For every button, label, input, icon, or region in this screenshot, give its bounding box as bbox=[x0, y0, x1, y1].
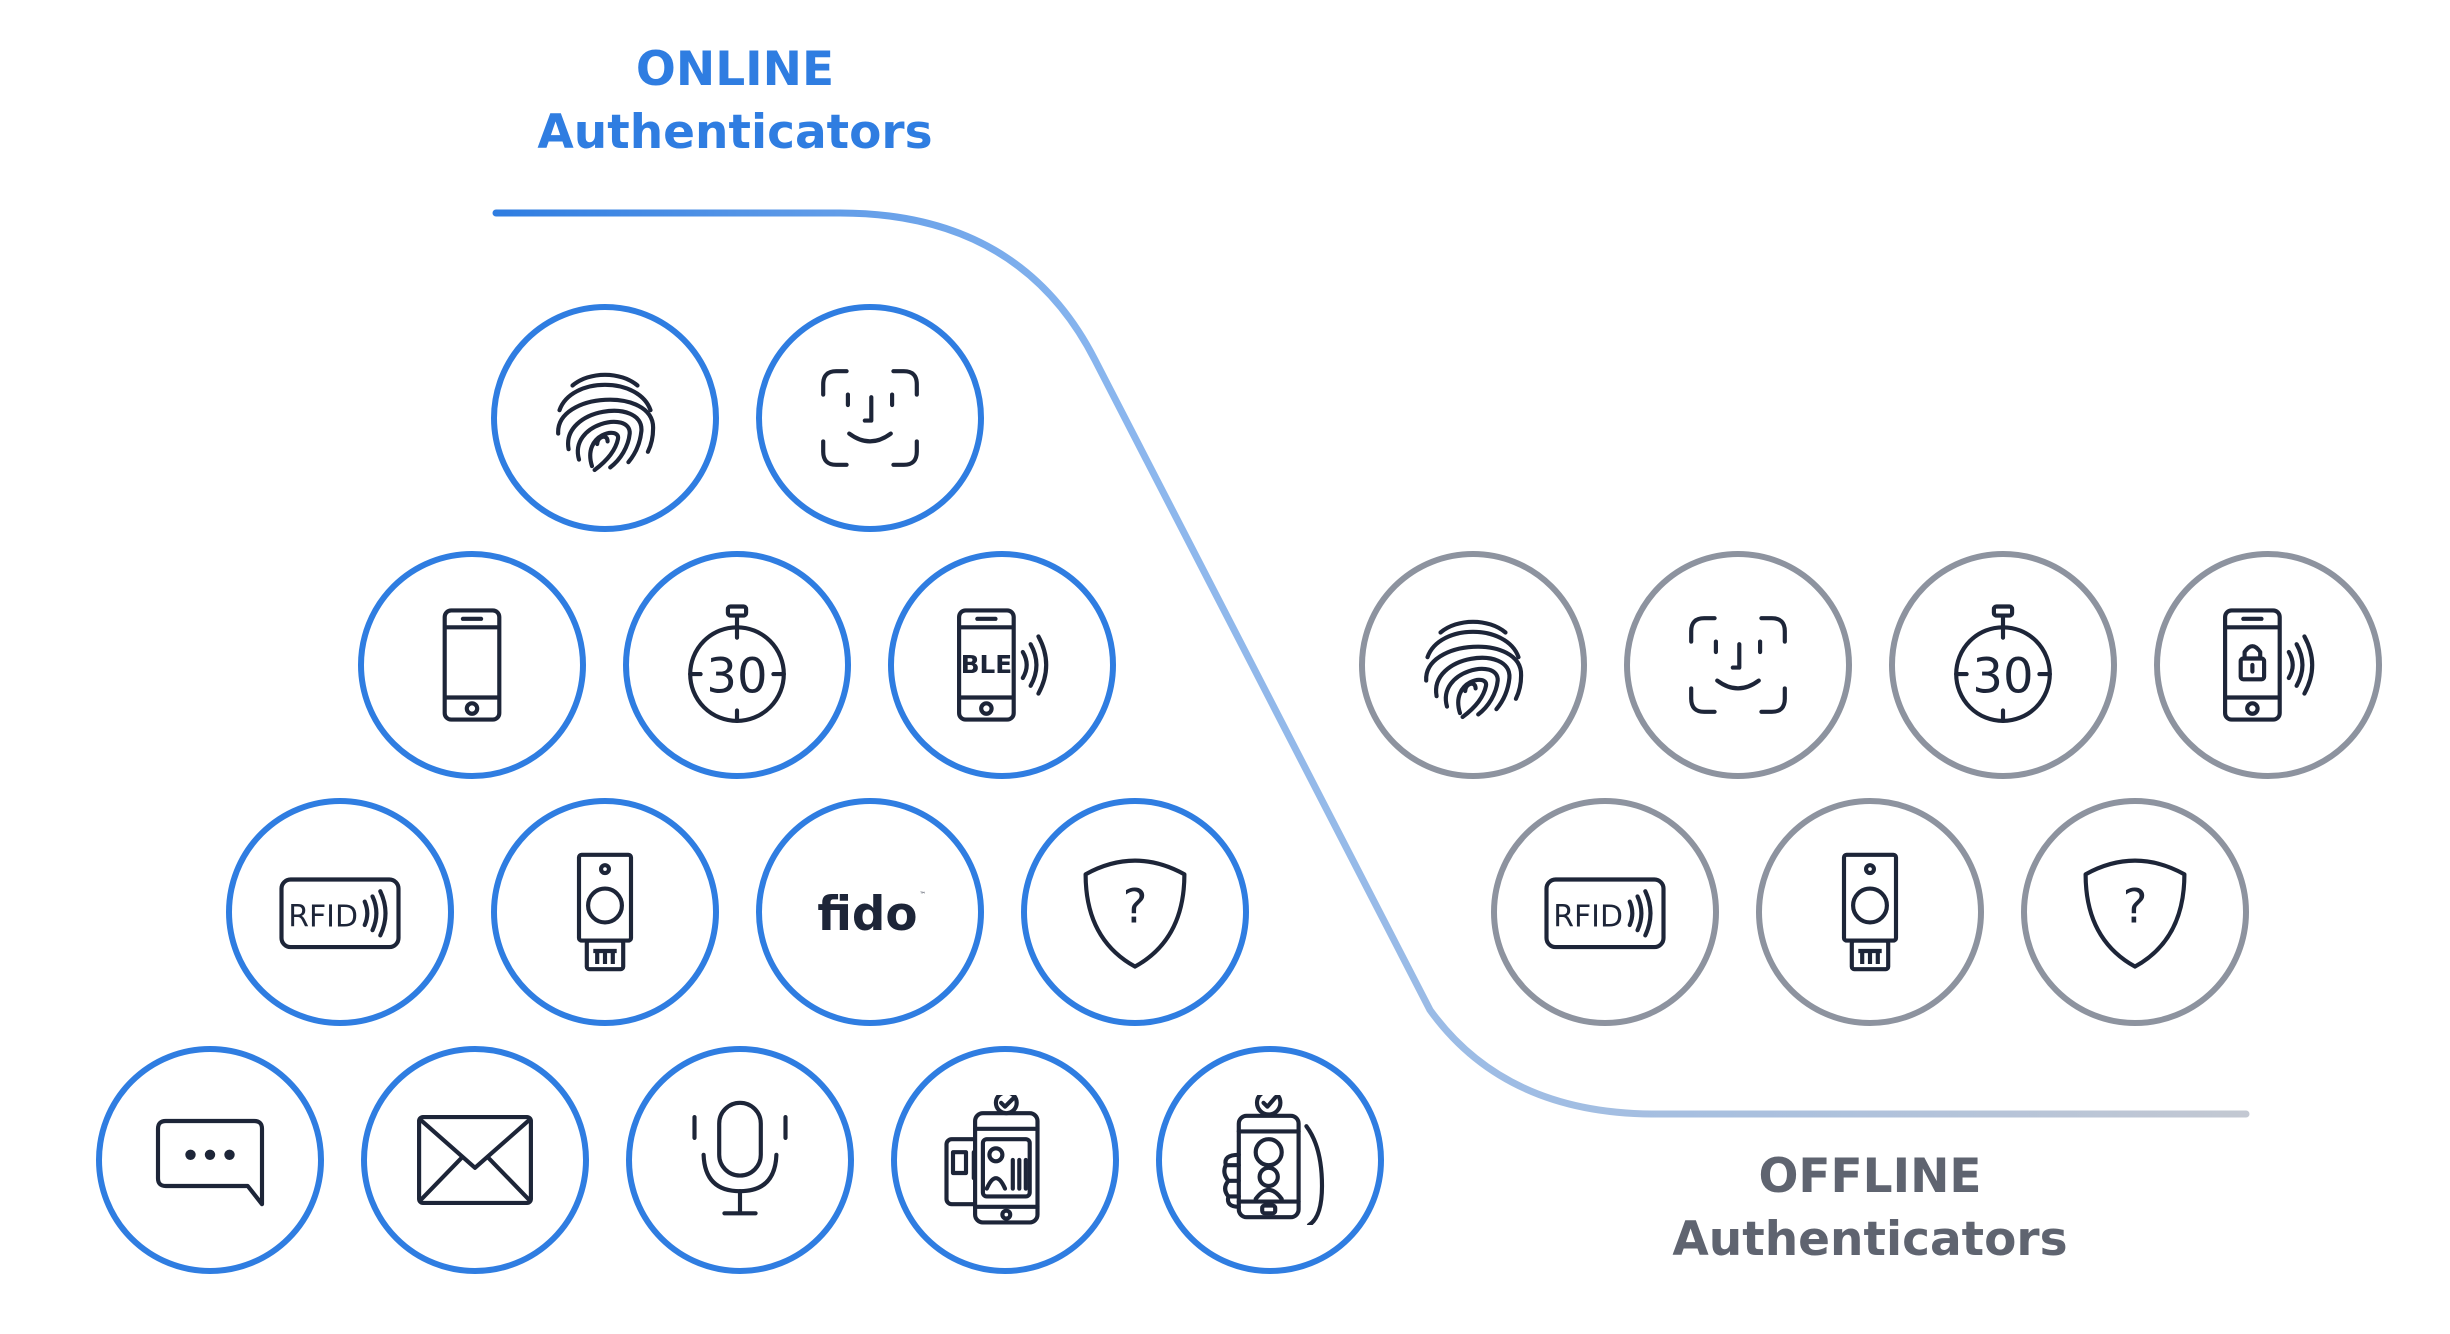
online-authenticator-timer-30 bbox=[623, 551, 851, 779]
online-authenticator-smartphone bbox=[358, 551, 586, 779]
online-circle bbox=[361, 1046, 589, 1274]
online-circle bbox=[491, 798, 719, 1026]
offline-heading: OFFLINE Authenticators bbox=[1590, 1145, 2150, 1271]
online-authenticator-envelope bbox=[361, 1046, 589, 1274]
online-authenticator-id-document-phone bbox=[891, 1046, 1119, 1274]
offline-circle bbox=[1756, 798, 1984, 1026]
offline-authenticator-locked-phone bbox=[2154, 551, 2382, 779]
offline-circle bbox=[1359, 551, 1587, 779]
online-authenticators bbox=[96, 304, 1384, 1274]
offline-subtitle: Authenticators bbox=[1672, 1212, 2068, 1267]
online-heading: ONLINE Authenticators bbox=[460, 38, 1010, 164]
offline-title: OFFLINE bbox=[1758, 1149, 1982, 1204]
offline-authenticator-shield-question bbox=[2021, 798, 2249, 1026]
online-circle bbox=[491, 304, 719, 532]
online-authenticator-shield-question bbox=[1021, 798, 1249, 1026]
offline-authenticators bbox=[1359, 551, 2382, 1026]
offline-authenticator-fingerprint bbox=[1359, 551, 1587, 779]
online-authenticator-microphone bbox=[626, 1046, 854, 1274]
fido-logo bbox=[817, 888, 926, 943]
online-authenticator-selfie-verification bbox=[1156, 1046, 1384, 1274]
offline-authenticator-rfid-card bbox=[1491, 798, 1719, 1026]
offline-authenticator-face-id bbox=[1624, 551, 1852, 779]
online-authenticator-security-key bbox=[491, 798, 719, 1026]
online-authenticator-ble-phone bbox=[888, 551, 1116, 779]
online-title: ONLINE bbox=[635, 42, 835, 97]
offline-authenticator-timer-30 bbox=[1889, 551, 2117, 779]
offline-authenticator-security-key bbox=[1756, 798, 1984, 1026]
online-authenticator-face-id bbox=[756, 304, 984, 532]
online-authenticator-rfid-card bbox=[226, 798, 454, 1026]
online-circle bbox=[358, 551, 586, 779]
offline-circle bbox=[2154, 551, 2382, 779]
online-authenticator-fido-logo bbox=[756, 798, 984, 1026]
online-circle bbox=[626, 1046, 854, 1274]
online-subtitle: Authenticators bbox=[537, 105, 933, 160]
online-authenticator-fingerprint bbox=[491, 304, 719, 532]
online-authenticator-chat-bubble bbox=[96, 1046, 324, 1274]
separator-line bbox=[492, 209, 2250, 1118]
